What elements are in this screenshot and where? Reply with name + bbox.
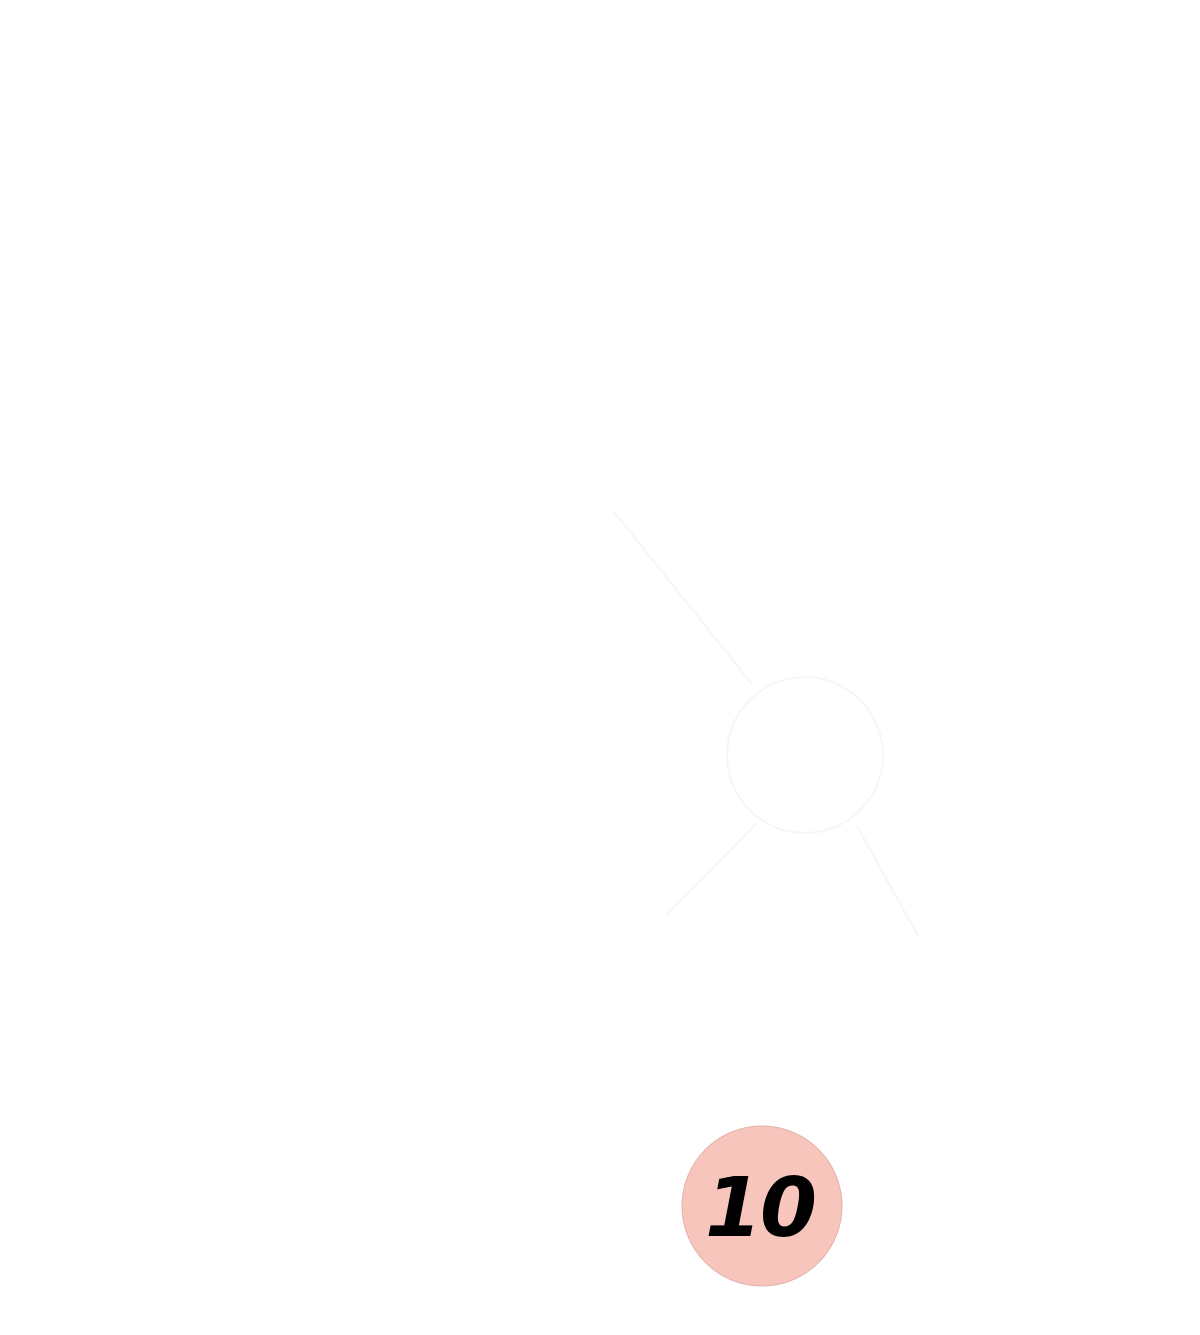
faint-line-lower-left — [666, 823, 757, 915]
faint-circle — [726, 676, 884, 834]
faint-line-lower-right — [856, 825, 919, 937]
badge-label: 10 — [705, 1161, 815, 1256]
badge-circle — [681, 1125, 843, 1287]
badge: 10 — [681, 1125, 843, 1287]
faint-sketch — [614, 512, 919, 937]
faint-line-upper-left — [614, 512, 753, 685]
